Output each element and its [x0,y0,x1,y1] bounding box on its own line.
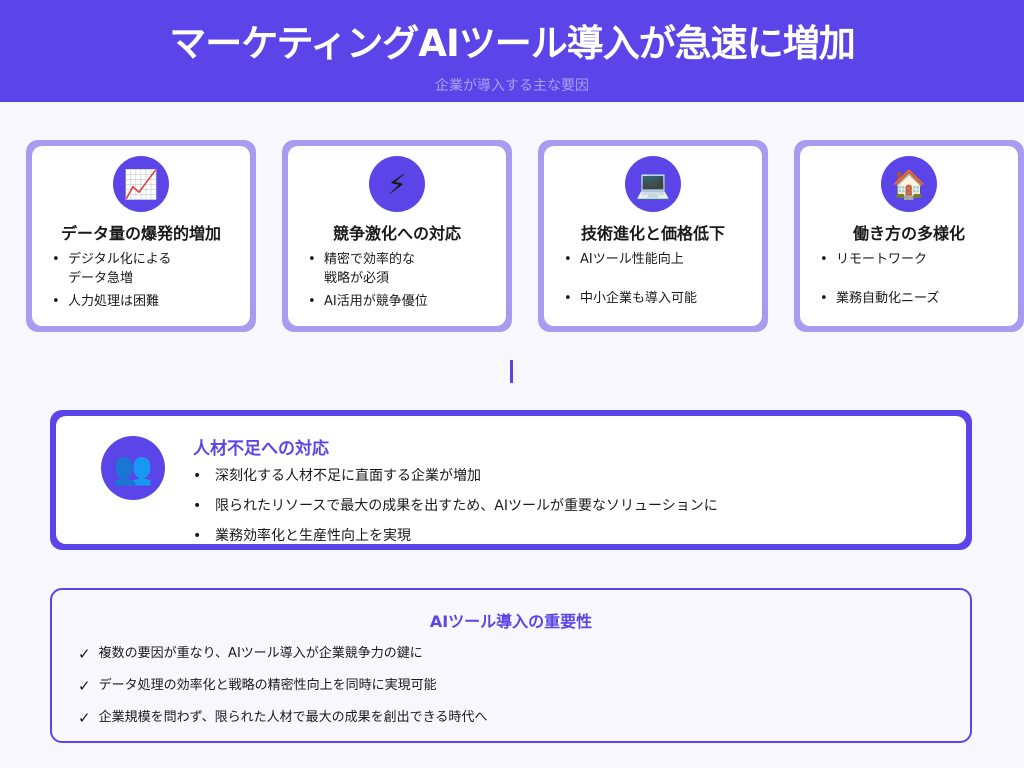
people-icon: 👥 [101,436,165,500]
importance-item: ✓複数の要因が重なり、AIツール導入が企業競争力の鍵に [78,644,970,676]
factor-card-competition: ⚡ 競争激化への対応 精密で効率的な 戦略が必須 AI活用が競争優位 [282,140,512,332]
card-bullet: リモートワーク [820,250,939,269]
card-bullet: 業務自動化ニーズ [820,289,939,308]
card-bullet: デジタル化による データ急増 [52,250,171,288]
card-bullet: 人力処理は困難 [52,292,171,311]
card-title: 働き方の多様化 [852,224,965,243]
lightning-icon: ⚡ [369,156,425,212]
importance-title: AIツール導入の重要性 [429,612,593,631]
factor-card-data: 📈 データ量の爆発的増加 デジタル化による データ急増人力処理は困難 [26,140,256,332]
check-icon: ✓ [78,645,91,663]
importance-box: AIツール導入の重要性 ✓複数の要因が重なり、AIツール導入が企業競争力の鍵に … [50,588,972,743]
card-bullet: AI活用が競争優位 [308,292,428,311]
page-title: マーケティングAIツール導入が急速に増加 [169,22,855,65]
card-title: データ量の爆発的増加 [60,224,221,243]
page-subtitle: 企業が導入する主な要因 [435,78,589,94]
card-title: 技術進化と価格低下 [580,224,725,243]
talent-bullet: 業務効率化と生産性向上を実現 [193,526,718,550]
importance-item: ✓データ処理の効率化と戦略の精密性向上を同時に実現可能 [78,676,970,708]
connector-line [510,360,513,383]
header: マーケティングAIツール導入が急速に増加 企業が導入する主な要因 [0,0,1024,102]
chart-increasing-icon: 📈 [113,156,169,212]
check-icon: ✓ [78,709,91,727]
card-bullet: 精密で効率的な 戦略が必須 [308,250,428,288]
factor-card-technology: 💻 技術進化と価格低下 AIツール性能向上中小企業も導入可能 [538,140,768,332]
check-icon: ✓ [78,677,91,695]
card-bullet: 中小企業も導入可能 [564,289,697,308]
talent-bullet: 限られたリソースで最大の成果を出すため、AIツールが重要なソリューションに [193,496,718,526]
factor-card-workstyle: 🏠 働き方の多様化 リモートワーク業務自動化ニーズ [794,140,1024,332]
talent-title: 人材不足への対応 [193,439,329,459]
card-title: 競争激化への対応 [332,224,461,243]
laptop-icon: 💻 [625,156,681,212]
talent-shortage-box: 👥 人材不足への対応 深刻化する人材不足に直面する企業が増加 限られたリソースで… [50,410,972,550]
importance-item: ✓企業規模を問わず、限られた人材で最大の成果を創出できる時代へ [78,708,970,740]
house-icon: 🏠 [881,156,937,212]
talent-bullet: 深刻化する人材不足に直面する企業が増加 [193,466,718,496]
card-bullet: AIツール性能向上 [564,250,697,269]
